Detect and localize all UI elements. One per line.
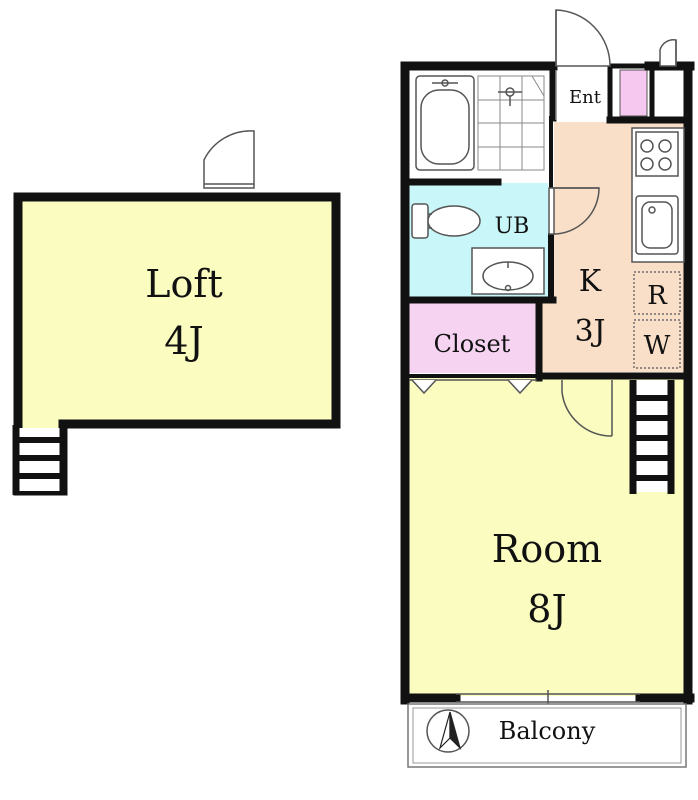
walls [400, 61, 695, 705]
closet-doors [409, 379, 537, 395]
closet-label: Closet [434, 330, 511, 358]
loft-name: Loft [145, 262, 222, 306]
closet-floor [407, 303, 537, 373]
shower-icon [498, 87, 522, 106]
room-door [561, 380, 613, 437]
bathtub-icon [415, 75, 475, 171]
toilet-icon [411, 203, 481, 239]
room-size: 8J [527, 587, 566, 631]
fridge-space [633, 271, 681, 369]
entrance-door [555, 9, 611, 67]
main-unit: UB Ent [400, 9, 695, 768]
loft-hatch-door [203, 130, 255, 189]
entrance-floor [556, 68, 616, 122]
bathroom-door [548, 187, 600, 235]
shoe-box [619, 69, 648, 117]
fridge-space-top-label: R [647, 281, 668, 311]
kitchen-size: 3J [574, 314, 605, 349]
stove-icon [635, 131, 679, 177]
washbasin-icon [471, 247, 545, 295]
loft-size: 4J [164, 319, 203, 363]
unit-bath-label: UB [495, 214, 530, 239]
balcony-label: Balcony [499, 717, 596, 745]
ladder-icon [12, 425, 67, 495]
ladder-icon [629, 380, 675, 494]
room-name: Room [492, 527, 602, 571]
loft-area: Loft 4J [12, 130, 341, 496]
entrance-label: Ent [569, 87, 602, 108]
north-compass-icon [426, 709, 470, 753]
kitchen-name: K [579, 264, 602, 299]
fridge-space-bottom-label: W [644, 331, 671, 361]
kitchen-counter [631, 127, 685, 263]
meter-box-door [659, 39, 677, 67]
sink-icon [635, 195, 679, 255]
